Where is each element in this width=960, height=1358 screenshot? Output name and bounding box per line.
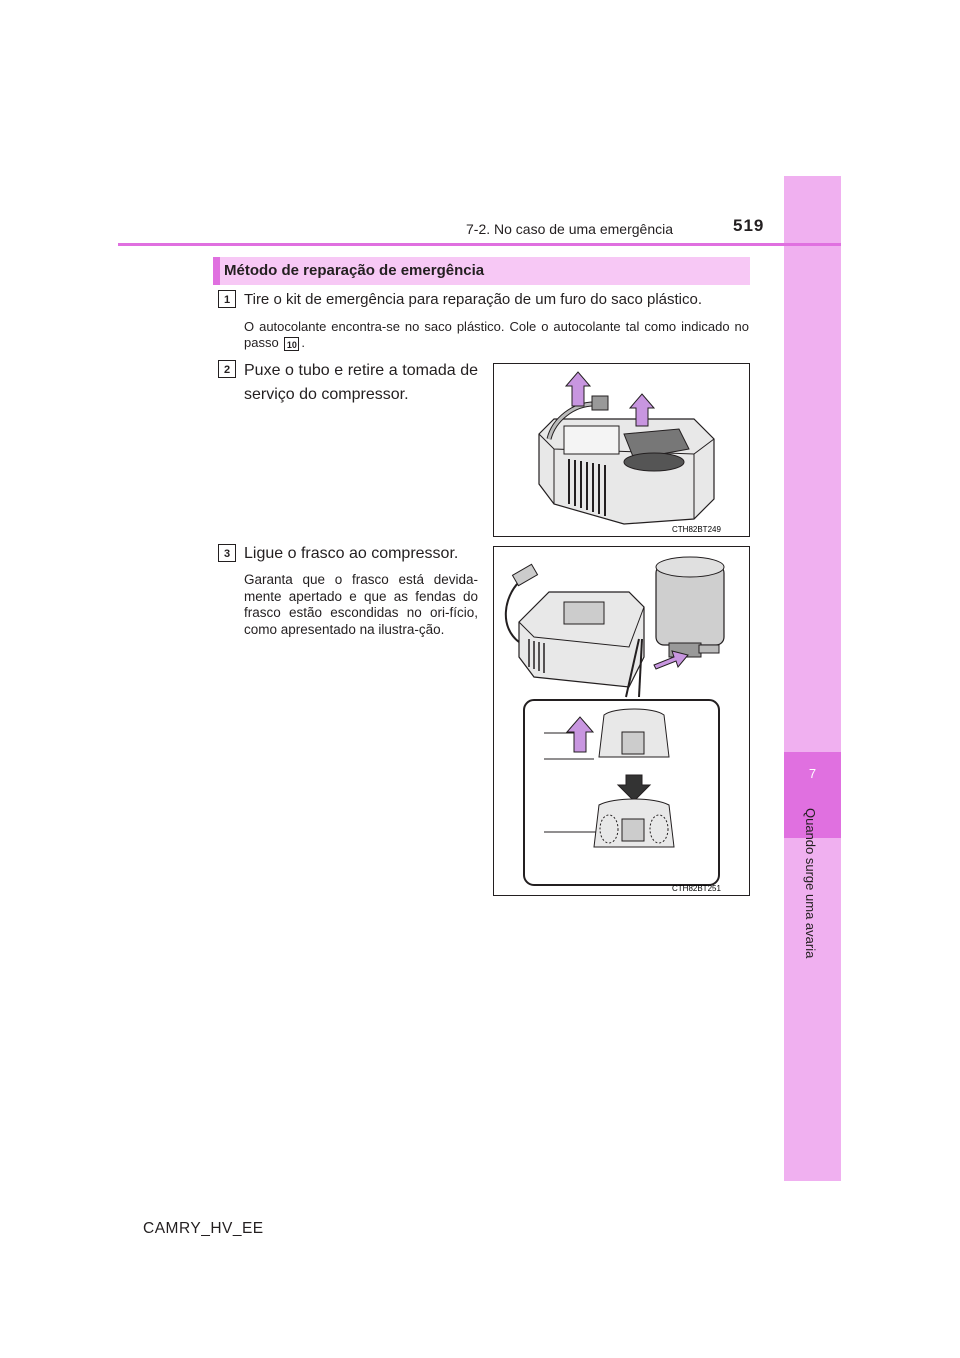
chapter-title: Quando surge uma avaria: [803, 808, 818, 959]
step-3-note: Garanta que o frasco está devida-mente a…: [244, 572, 478, 637]
up-arrow-icon: [628, 393, 656, 427]
section-heading-bar: [213, 257, 220, 285]
step-2-title: Puxe o tubo e retire a tomada de serviço…: [244, 362, 478, 403]
step-1-title: Tire o kit de emergência para reparação …: [244, 291, 703, 308]
header-rule: [118, 243, 841, 246]
figure-bottle-connection: CTH82BT251: [493, 546, 750, 896]
chapter-side-tab: [784, 176, 841, 1181]
section-heading: Método de reparação de emergência: [224, 262, 485, 279]
down-arrow-icon: [616, 774, 652, 802]
chapter-number: 7: [808, 766, 817, 781]
step-number-3: 3: [218, 544, 236, 562]
page-number: 519: [733, 216, 765, 235]
bottle-connection-illustration: CTH82BT251: [504, 556, 725, 893]
step-3-title: Ligue o frasco ao compressor.: [244, 545, 459, 562]
section-heading-box: [213, 257, 750, 285]
up-arrow-icon: [564, 371, 592, 407]
right-arrow-icon: [653, 650, 689, 670]
document-footer-code: CAMRY_HV_EE: [143, 1220, 264, 1237]
step-number-2: 2: [218, 360, 236, 378]
step-number-1: 1: [218, 290, 236, 308]
step-1-note-end: .: [301, 335, 305, 350]
chapter-number-box: [784, 752, 841, 838]
up-arrow-icon: [565, 716, 595, 753]
compressor-kit-illustration: CTH82BT249: [538, 371, 721, 534]
step-1-note: O autocolante encontra-se no saco plásti…: [244, 319, 749, 351]
step-ref-box: 10: [284, 336, 300, 351]
figure-code: CTH82BT251: [672, 884, 721, 893]
section-reference: 7-2. No caso de uma emergência: [466, 221, 673, 237]
step-1-note-text: O autocolante encontra-se no saco plásti…: [244, 319, 749, 350]
figure-code: CTH82BT249: [672, 525, 721, 534]
figure-compressor-kit: CTH82BT249: [493, 363, 750, 537]
